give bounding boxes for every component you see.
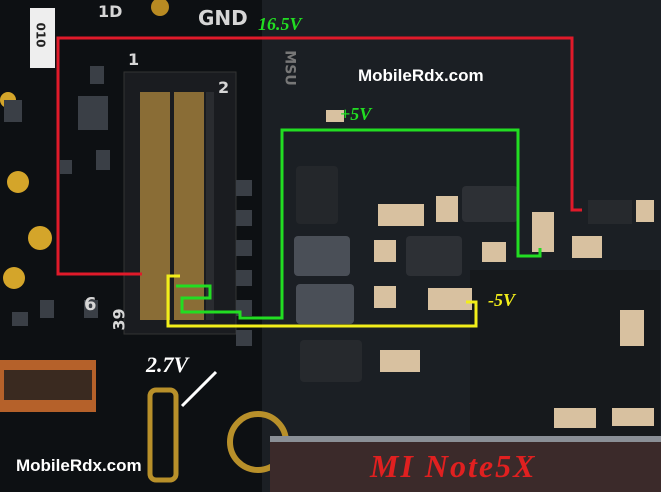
watermark-top: MobileRdx.com — [358, 66, 484, 85]
chip-010 — [30, 8, 55, 68]
trace-16-5v — [56, 36, 582, 276]
connector-gap — [206, 92, 214, 320]
ic — [300, 340, 362, 382]
device-title: MI Note5X — [370, 448, 537, 484]
silk-msu: MSU — [281, 50, 298, 86]
label-minus5v: -5V — [488, 290, 515, 310]
trace-plus5v — [176, 128, 542, 320]
silk-pin-39: 39 — [109, 308, 129, 331]
pointer-2-7v — [180, 370, 218, 408]
ic — [296, 166, 338, 224]
ic — [296, 284, 354, 324]
silk-pin-1: 1 — [128, 50, 140, 69]
ic — [406, 236, 462, 276]
silk-pin-6: 6 — [84, 294, 97, 315]
silk-chip-010: 010 — [33, 22, 48, 48]
pad-hole — [151, 0, 169, 16]
label-16-5v: 16.5V — [258, 14, 302, 34]
shield-frame — [270, 436, 661, 492]
silk-pin-2: 2 — [218, 78, 230, 97]
label-2-7v: 2.7V — [146, 352, 189, 377]
trace-minus5v — [166, 274, 478, 328]
ic — [294, 236, 350, 276]
shield-edge — [270, 436, 661, 442]
pad-hole — [28, 226, 52, 250]
pad-hole — [3, 267, 25, 289]
connector-pins-right — [174, 92, 204, 320]
connector-pins-left — [140, 92, 170, 320]
silk-1d: 1D — [98, 2, 123, 21]
flex-connector-inner — [4, 370, 92, 400]
small-parts — [4, 66, 252, 346]
pad-hole — [7, 171, 29, 193]
label-plus5v: +5V — [340, 104, 372, 124]
ic — [588, 200, 632, 224]
pad-slot — [147, 387, 179, 483]
watermark-bottom: MobileRdx.com — [16, 456, 142, 475]
silk-gnd: GND — [198, 6, 248, 30]
ic — [462, 186, 518, 222]
capacitors — [326, 110, 654, 428]
